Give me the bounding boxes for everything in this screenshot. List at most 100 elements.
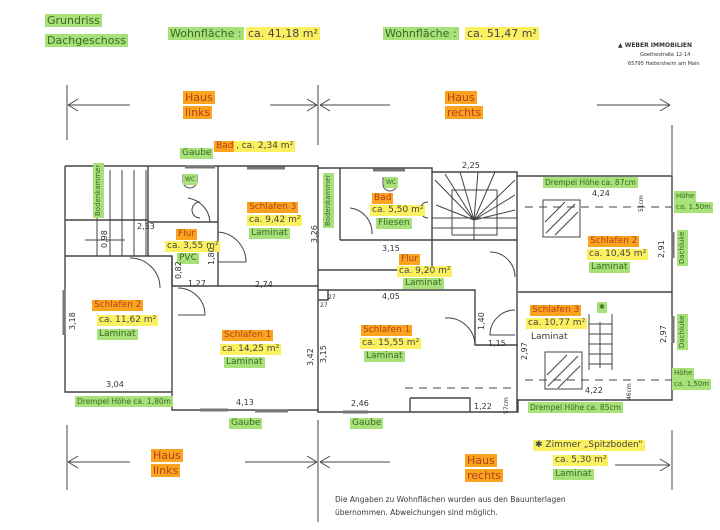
- dimension: 1,27: [188, 279, 206, 288]
- room-schlafen3-left-name: Schlafen 3: [247, 202, 299, 213]
- dimension: 0,82: [174, 261, 183, 279]
- dimension: 1,22: [474, 402, 492, 411]
- room-flur-right-floor: Laminat: [403, 278, 444, 289]
- hatched-openings: [542, 199, 583, 390]
- dimension: 27: [328, 294, 336, 301]
- house-left-top-2: links: [183, 106, 213, 119]
- house-right-top-2: rechts: [445, 106, 484, 119]
- house-arrows: [67, 98, 671, 472]
- room-schlafen1-right-name: Schlafen 1: [361, 325, 413, 336]
- room-schlafen3-right-floor: Laminat: [531, 332, 568, 342]
- gaube-label-top: Gaube: [180, 148, 214, 159]
- room-schlafen2-right-name: Schlafen 2: [588, 236, 640, 247]
- dimension: 1,15: [488, 339, 506, 348]
- dimension: 27: [320, 302, 328, 309]
- dimension: 2,97: [520, 342, 529, 360]
- house-right-bottom: Haus: [465, 454, 497, 467]
- dimension: 2,91: [657, 240, 666, 258]
- hoehe-bottom-1: Höhe: [672, 368, 695, 379]
- room-schlafen3-left-area: ca. 9,42 m²: [247, 215, 303, 226]
- dimension: 4,22: [585, 386, 603, 395]
- wc-left-label: WC: [183, 174, 198, 185]
- walls: [64, 165, 673, 413]
- company-street: Goethestraße 12-14: [640, 52, 691, 58]
- disclaimer-line-1: Die Angaben zu Wohnflächen wurden aus de…: [335, 495, 566, 504]
- room-flur-left-area: ca. 3,55 m²: [165, 241, 221, 252]
- hoehe-bottom-2: ca. 1,50m: [672, 379, 711, 390]
- area-left-label: Wohnfläche :: [168, 27, 244, 40]
- house-left-top: Haus: [183, 91, 215, 104]
- dimension: 3,15: [382, 244, 400, 253]
- dimension: 3,18: [68, 312, 77, 330]
- dimension: 51cm: [638, 195, 645, 212]
- hoehe-top-1: Höhe: [674, 191, 697, 202]
- room-spitzboden-area: ca. 5,30 m²: [553, 455, 609, 466]
- dimension: 2,25: [462, 161, 480, 170]
- room-schlafen2-right-floor: Laminat: [589, 262, 630, 273]
- room-schlafen3-right-name: Schlafen 3: [530, 305, 582, 316]
- room-schlafen1-right-floor: Laminat: [364, 351, 405, 362]
- dachluke-label-1: Dachluke: [677, 229, 688, 266]
- dimension: 4,13: [236, 398, 254, 407]
- drempel-85-note: Drempel Höhe ca. 85cm: [528, 402, 623, 413]
- room-schlafen1-left-area: ca. 14,25 m²: [220, 344, 282, 355]
- hoehe-top-2: ca. 1,50m: [674, 202, 713, 213]
- room-flur-left-floor: PVC: [177, 253, 199, 264]
- area-right-value: ca. 51,47 m²: [465, 27, 539, 40]
- house-right-bottom-2: rechts: [465, 469, 504, 482]
- room-bad-left-area: , ca. 2,34 m²: [234, 141, 296, 152]
- room-flur-left-name: Flur: [176, 229, 198, 240]
- plan-title: Grundriss: [45, 14, 103, 27]
- dimension: 2,97: [659, 325, 668, 343]
- gaube-label-1: Gaube: [229, 418, 263, 429]
- dimension: 2,53: [137, 222, 155, 231]
- room-flur-right-name: Flur: [399, 254, 421, 265]
- drempel-180-note: Drempel Höhe ca. 1,80m: [75, 396, 173, 407]
- house-left-bottom: Haus: [151, 449, 183, 462]
- room-bad-right-area: ca. 5,50 m²: [370, 205, 426, 216]
- area-right-label: Wohnfläche :: [383, 27, 459, 40]
- wc-right-label: WC: [384, 177, 399, 188]
- dimension: 2,46: [351, 399, 369, 408]
- stairs-right: [432, 171, 517, 240]
- spitzboden-marker: ✱: [597, 302, 607, 313]
- dimension: 0,98: [100, 230, 109, 248]
- wc-symbols: [182, 174, 398, 192]
- dimension: 3,04: [106, 380, 124, 389]
- room-schlafen2-left-area: ca. 11,62 m²: [97, 315, 159, 326]
- bodenkammer-left: Bodenkammer: [93, 162, 104, 218]
- drempel-87-note: Drempel Höhe ca. 87cm: [543, 177, 638, 188]
- dimension: 2,74: [255, 280, 273, 289]
- dimension: 3,26: [310, 225, 319, 243]
- house-separators: [66, 85, 673, 522]
- room-flur-right-area: ca. 9,20 m²: [397, 266, 453, 277]
- dimension: 1,40: [477, 312, 486, 330]
- room-schlafen2-right-area: ca. 10,45 m²: [587, 249, 649, 260]
- windows: [62, 165, 675, 414]
- bodenkammer-right: Bodenkammer: [323, 172, 334, 228]
- room-schlafen1-left-name: Schlafen 1: [222, 330, 274, 341]
- room-schlafen2-left-floor: Laminat: [97, 329, 138, 340]
- room-bad-left-name: Bad: [214, 141, 236, 152]
- room-schlafen3-left-floor: Laminat: [249, 228, 290, 239]
- room-schlafen1-left-floor: Laminat: [224, 357, 265, 368]
- gaube-label-2: Gaube: [350, 418, 384, 429]
- room-bad-right-name: Bad: [372, 193, 394, 204]
- company-logo: ▲ WEBER IMMOBILIEN: [618, 42, 693, 49]
- stairs-spitzboden: [588, 314, 613, 370]
- doors: [129, 197, 516, 346]
- dimension: 57cm: [503, 397, 510, 414]
- plan-subtitle: Dachgeschoss: [45, 34, 128, 47]
- dimension: 46cm: [626, 383, 633, 400]
- dimension: 3,42: [306, 348, 315, 366]
- room-bad-right-floor: Fliesen: [376, 218, 412, 229]
- dimension: 3,15: [319, 345, 328, 363]
- room-schlafen2-left-name: Schlafen 2: [92, 300, 144, 311]
- dimension: 1,80: [207, 247, 216, 265]
- room-spitzboden-floor: Laminat: [553, 469, 594, 480]
- dimension: 4,05: [382, 292, 400, 301]
- disclaimer-line-2: übernommen. Abweichungen sind möglich.: [335, 508, 498, 517]
- room-spitzboden-name: ✱ Zimmer „Spitzboden“: [533, 440, 645, 451]
- house-right-top: Haus: [445, 91, 477, 104]
